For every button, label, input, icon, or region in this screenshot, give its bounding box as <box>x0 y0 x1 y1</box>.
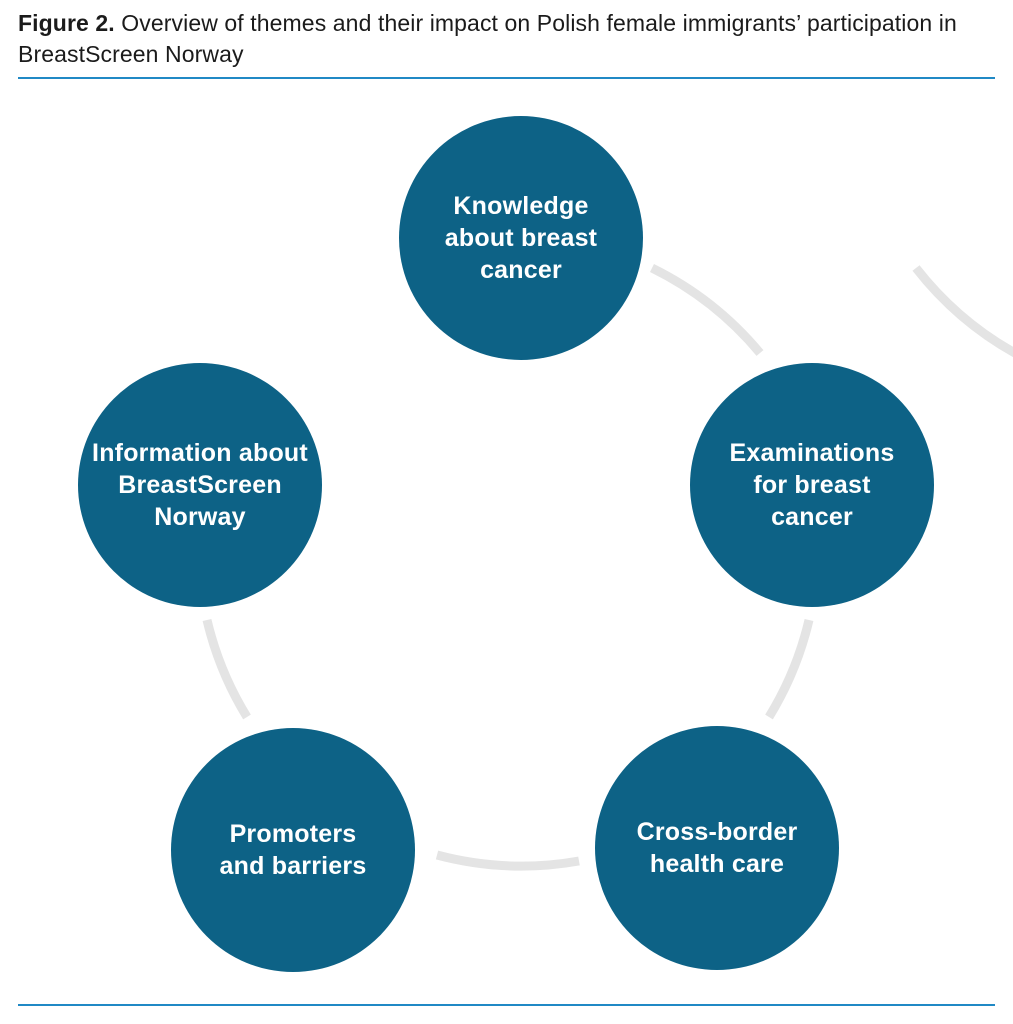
theme-circle-knowledge: Knowledge about breast cancer <box>399 116 643 360</box>
figure-caption-text: Overview of themes and their impact on P… <box>18 10 957 67</box>
connector-arc-top-right <box>650 263 764 356</box>
theme-circle-examinations: Examinations for breast cancer <box>690 363 934 607</box>
theme-label-cross-border: Cross-border health care <box>636 818 798 878</box>
top-divider-line <box>18 77 995 79</box>
figure-caption: Figure 2. Overview of themes and their i… <box>18 8 996 70</box>
theme-circle-promoters: Promoters and barriers <box>171 728 415 972</box>
connector-arc-right-bottomright <box>765 618 814 720</box>
theme-circle-cross-border: Cross-border health care <box>595 726 839 970</box>
figure-caption-label: Figure 2. <box>18 10 115 36</box>
theme-label-knowledge: Knowledge about breast cancer <box>444 192 598 284</box>
theme-circle-information: Information about BreastScreen Norway <box>78 363 322 607</box>
theme-label-promoters: Promoters and barriers <box>219 820 367 880</box>
theme-label-examinations: Examinations for breast cancer <box>729 439 895 531</box>
connector-arc-bottomright-bottomleft <box>435 850 580 871</box>
connector-arc-bottomleft-left <box>202 618 251 720</box>
connector-arc-left-top <box>912 265 1013 358</box>
bottom-divider-line <box>18 1004 995 1006</box>
theme-label-information: Information about BreastScreen Norway <box>92 439 308 531</box>
